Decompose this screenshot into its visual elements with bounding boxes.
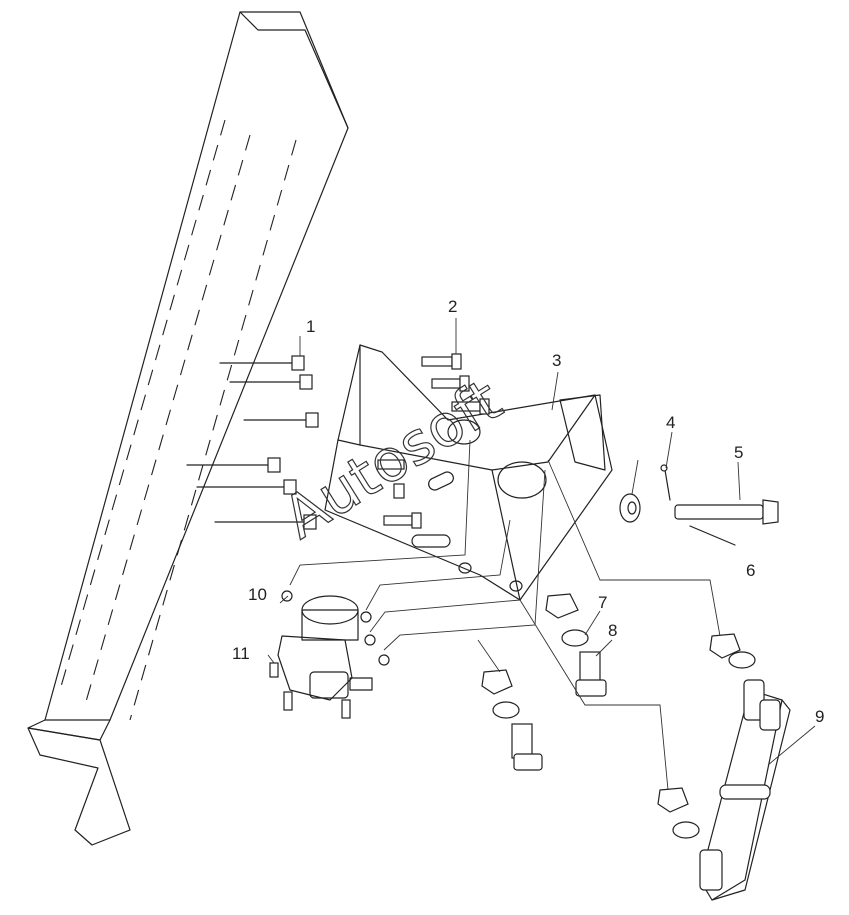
callout-labels: 1 2 3 4 5 6 7 8 9 10 11: [232, 297, 824, 726]
callout-1: 1: [306, 317, 315, 336]
frame-rail: [27, 11, 349, 846]
callout-11: 11: [232, 644, 250, 663]
bolt-nut-set-left: [186, 355, 319, 530]
fastener-stack-center: [481, 593, 607, 771]
bolt-set-upper: [377, 353, 490, 529]
callout-8: 8: [608, 621, 617, 640]
callout-5: 5: [734, 443, 743, 462]
valve-assembly: [269, 590, 390, 719]
callout-7: 7: [598, 593, 607, 612]
lower-bracket: [699, 679, 791, 901]
callout-9: 9: [815, 707, 824, 726]
mounting-bracket: [324, 344, 613, 601]
callout-10: 10: [248, 585, 267, 604]
leader-lines: [267, 318, 816, 791]
callout-3: 3: [552, 351, 561, 370]
callout-6: 6: [746, 561, 755, 580]
fastener-stack-right: [657, 633, 756, 839]
callout-4: 4: [666, 413, 675, 432]
callout-2: 2: [448, 297, 457, 316]
pivot-pin: [619, 464, 779, 546]
